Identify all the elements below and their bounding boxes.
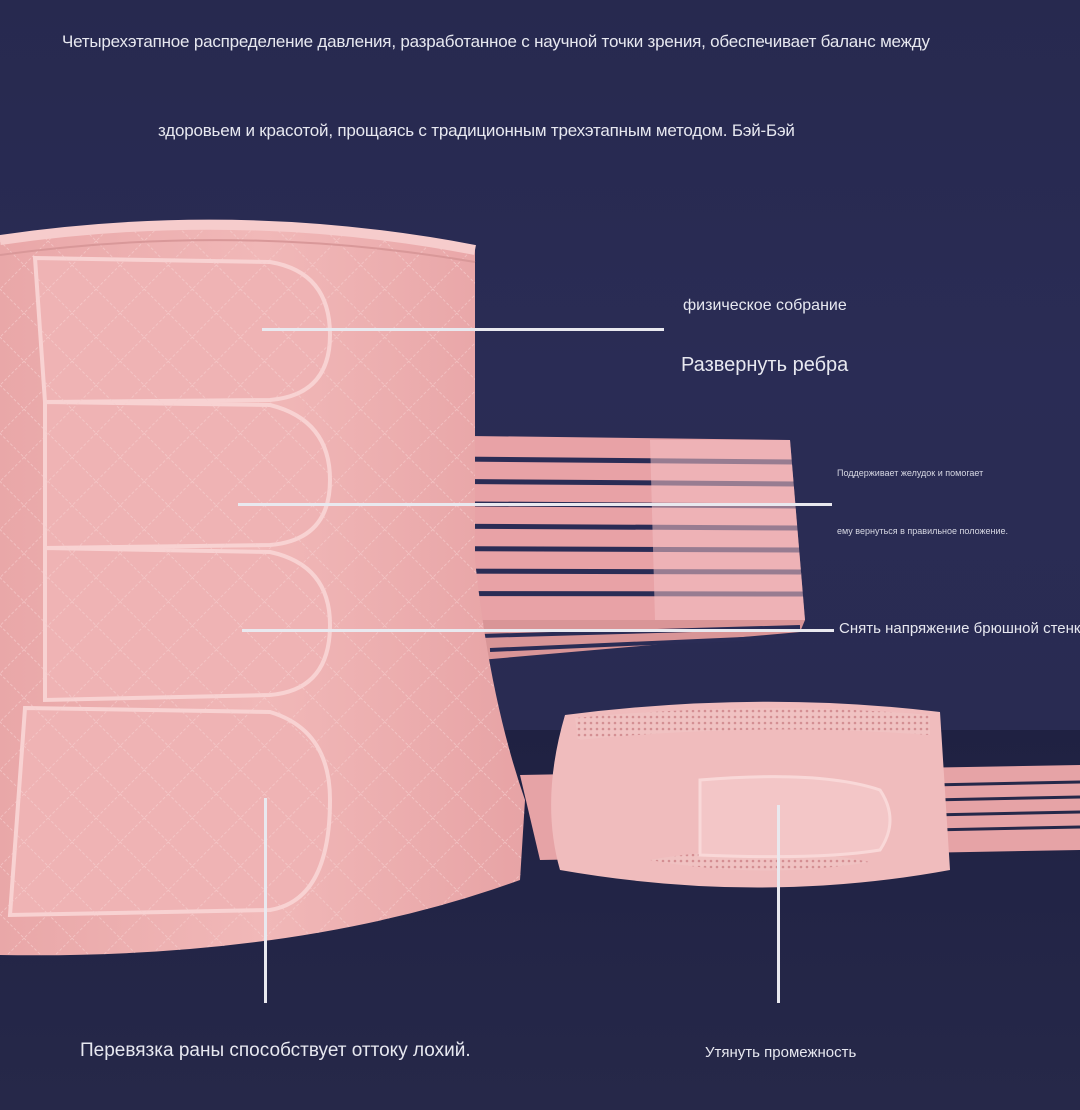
pelvic-belt [520,701,1080,888]
label-abdominal-tension: Снять напряжение брюшной стенки [839,620,1080,637]
label-wound-lochia: Перевязка раны способствует оттоку лохий… [80,1040,471,1061]
main-abdominal-belt [0,219,525,956]
label-expand-ribs: Развернуть ребра [681,354,849,376]
callout-line-ribs [262,328,664,331]
label-physical-gathering: физическое собрание [683,297,847,314]
callout-line-perineum [777,805,780,1003]
header-line-1: Четырехэтапное распределение давления, р… [62,32,930,51]
label-tighten-perineum: Утянуть промежность [705,1044,857,1061]
callout-line-wound [264,798,267,1003]
label-stomach-support-1: Поддерживает желудок и помогает [837,468,984,478]
label-stomach-support-2: ему вернуться в правильное положение. [837,526,1009,536]
callout-line-abdomen [242,629,834,632]
callout-line-stomach [238,503,832,506]
header-line-2: здоровьем и красотой, прощаясь с традици… [158,121,795,140]
